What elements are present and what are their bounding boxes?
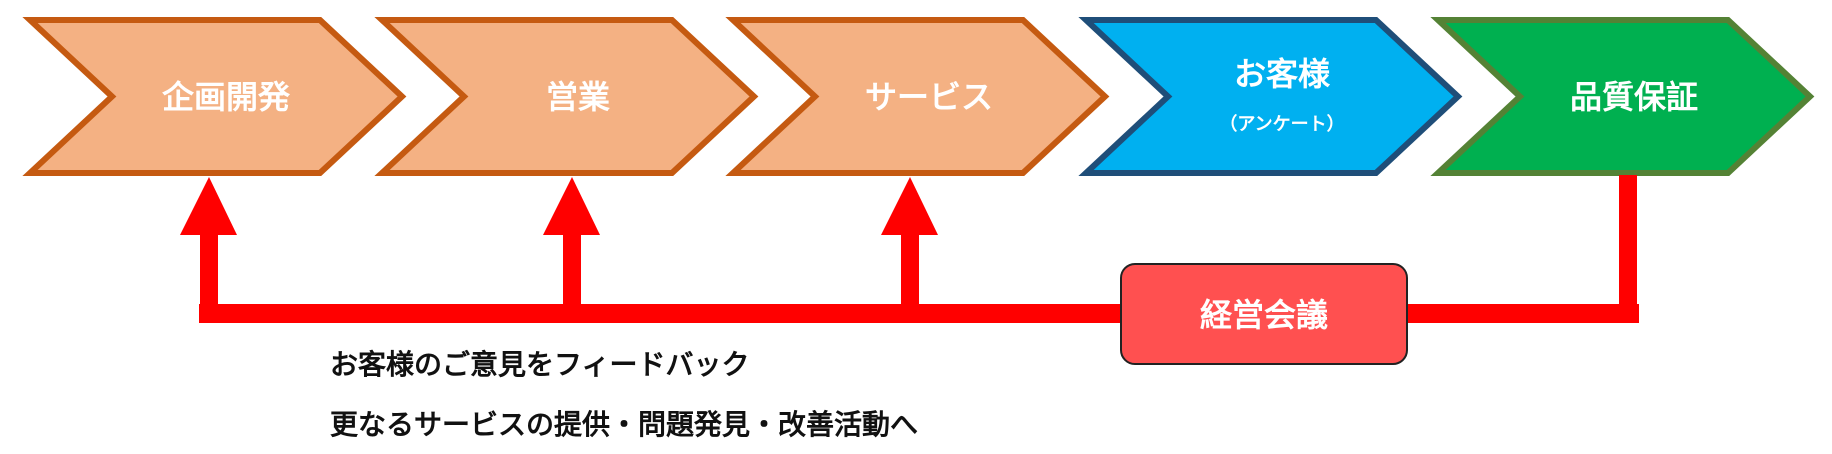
feedback-vertical-line-quality: [1619, 175, 1637, 310]
arrow-to-service: [881, 177, 938, 306]
feedback-lines: [180, 175, 1639, 323]
chevron-step-sales: 営業: [374, 17, 759, 176]
feedback-note-line1: お客様のご意見をフィードバック: [330, 348, 750, 381]
chevron-step-service: サービス: [725, 17, 1110, 176]
chevron-shape: [1078, 17, 1463, 176]
chevron-step-planning: 企画開発: [22, 17, 407, 176]
meeting-box: 経営会議: [1120, 263, 1408, 365]
chevron-shape: [22, 17, 407, 176]
chevron-label: 企画開発: [162, 78, 291, 116]
chevron-step-customer: お客様 （アンケート）: [1078, 17, 1463, 176]
meeting-label: 経営会議: [1200, 296, 1328, 334]
feedback-note-line2: 更なるサービスの提供・問題発見・改善活動へ: [330, 408, 919, 441]
chevron-shape: [725, 17, 1110, 176]
arrow-to-planning: [180, 177, 237, 306]
chevron-label: サービス: [865, 78, 993, 116]
chevron-sublabel: （アンケート）: [1219, 114, 1344, 135]
arrow-to-sales: [543, 177, 600, 306]
chevron-label: 営業: [546, 78, 610, 116]
chevron-label: 品質保証: [1570, 78, 1698, 116]
chevron-shape: [374, 17, 759, 176]
chevron-label: お客様: [1234, 55, 1331, 93]
chevron-step-quality: 品質保証: [1430, 17, 1815, 176]
chevron-shape: [1430, 17, 1815, 176]
feedback-horizontal-line: [199, 304, 1639, 323]
